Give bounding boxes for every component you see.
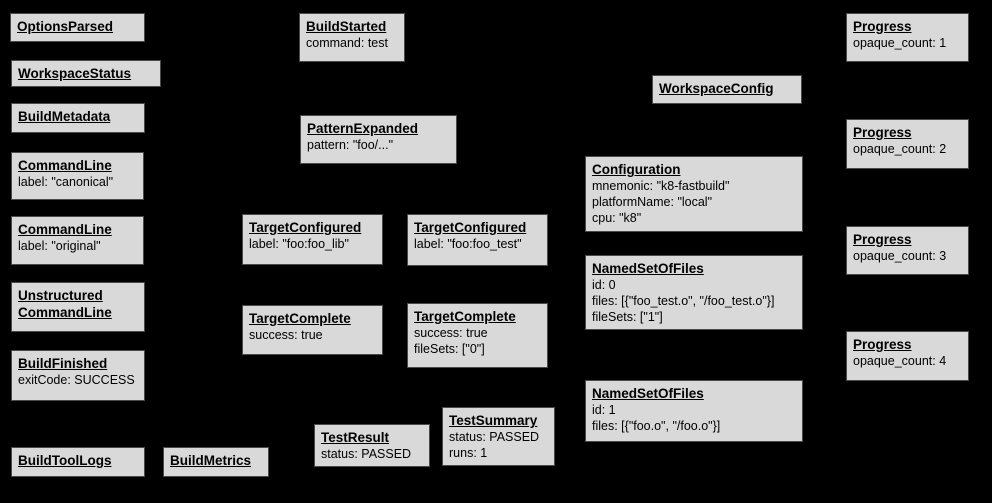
event-node-target-configured-foo-test: TargetConfigured label: "foo:foo_test" [407,214,548,266]
event-node-pattern-expanded: PatternExpanded pattern: "foo/..." [300,115,457,164]
event-node-title: Progress [853,232,912,247]
event-node-attr: success: true [414,326,488,340]
event-node-attr: files: [{"foo_test.o", "/foo_test.o"}] [592,294,775,308]
event-node-configuration: Configuration mnemonic: "k8-fastbuild" pla… [585,156,803,232]
event-node-title: BuildMetrics [170,453,252,468]
event-node-workspace-config: WorkspaceConfig [652,75,802,104]
event-node-attr: status: PASSED [321,447,412,461]
event-node-title: Unstructured CommandLine [18,288,112,320]
event-node-attr: label: "foo:foo_test" [414,237,522,251]
event-node-attr: exitCode: SUCCESS [18,373,135,387]
event-node-title: WorkspaceStatus [18,66,132,81]
event-node-title: TargetComplete [249,311,351,326]
event-node-target-complete-foo-lib: TargetComplete success: true [242,305,383,355]
event-node-title: NamedSetOfFiles [592,261,704,276]
event-node-progress-1: Progress opaque_count: 1 [846,13,969,62]
event-node-title: BuildToolLogs [18,453,112,468]
event-node-attr: pattern: "foo/..." [307,138,394,152]
event-node-title: CommandLine [18,222,112,237]
event-node-attr: opaque_count: 1 [853,36,947,50]
event-node-attr: id: 0 [592,278,616,292]
event-node-command-line-original: CommandLine label: "original" [11,216,144,265]
event-node-named-set-of-files-1: NamedSetOfFiles id: 1 files: [{"foo.o", "/… [585,380,803,442]
event-node-attr: status: PASSED [449,430,540,444]
event-node-attr: opaque_count: 2 [853,142,947,156]
event-node-title: OptionsParsed [17,19,114,34]
event-node-attr: fileSets: ["1"] [592,310,663,324]
event-node-title: Progress [853,337,912,352]
event-node-title: PatternExpanded [307,121,419,136]
event-node-title: NamedSetOfFiles [592,386,704,401]
event-node-command-line-canonical: CommandLine label: "canonical" [11,152,144,200]
event-node-attr: label: "original" [18,239,101,253]
event-node-options-parsed: OptionsParsed [10,13,145,42]
event-node-attr: files: [{"foo.o", "/foo.o"}] [592,419,721,433]
event-node-title: TargetConfigured [414,220,527,235]
event-node-attr: opaque_count: 3 [853,249,947,263]
event-node-attr: mnemonic: "k8-fastbuild" [592,179,730,193]
event-node-title: BuildFinished [18,356,108,371]
event-node-progress-3: Progress opaque_count: 3 [846,226,969,275]
event-node-attr: id: 1 [592,403,616,417]
event-node-title: WorkspaceConfig [659,81,774,96]
event-node-build-metadata: BuildMetadata [11,103,145,133]
event-node-build-started: BuildStarted command: test [299,13,405,62]
event-node-attr: fileSets: ["0"] [414,342,485,356]
event-node-build-metrics: BuildMetrics [163,447,269,477]
event-node-target-complete-foo-test: TargetComplete success: true fileSets: ["0… [407,303,548,368]
event-node-workspace-status: WorkspaceStatus [11,60,161,87]
event-node-attr: platformName: "local" [592,195,713,209]
event-node-build-finished: BuildFinished exitCode: SUCCESS [11,350,145,401]
event-node-title: BuildMetadata [18,109,111,124]
event-node-progress-2: Progress opaque_count: 2 [846,119,969,169]
event-node-attr: cpu: "k8" [592,211,642,225]
event-node-title: Progress [853,125,912,140]
event-node-title: Configuration [592,162,681,177]
event-node-test-result: TestResult status: PASSED [314,424,430,467]
event-node-title: TargetConfigured [249,220,362,235]
event-node-unstructured-command-line: Unstructured CommandLine [11,282,145,332]
event-node-attr: success: true [249,328,323,342]
event-node-title: BuildStarted [306,19,387,34]
event-node-progress-4: Progress opaque_count: 4 [846,331,969,381]
event-node-attr: command: test [306,36,388,50]
event-node-title: TestSummary [449,413,538,428]
event-node-attr: opaque_count: 4 [853,354,947,368]
event-node-title: Progress [853,19,912,34]
event-node-title: TestResult [321,430,390,445]
event-node-target-configured-foo-lib: TargetConfigured label: "foo:foo_lib" [242,214,383,265]
event-node-attr: label: "foo:foo_lib" [249,237,349,251]
event-node-named-set-of-files-0: NamedSetOfFiles id: 0 files: [{"foo_test.o… [585,255,803,330]
event-node-title: CommandLine [18,158,112,173]
event-node-build-tool-logs: BuildToolLogs [11,447,145,477]
event-node-test-summary: TestSummary status: PASSED runs: 1 [442,407,555,466]
event-node-attr: runs: 1 [449,446,488,460]
event-node-title: TargetComplete [414,309,516,324]
event-node-attr: label: "canonical" [18,175,114,189]
